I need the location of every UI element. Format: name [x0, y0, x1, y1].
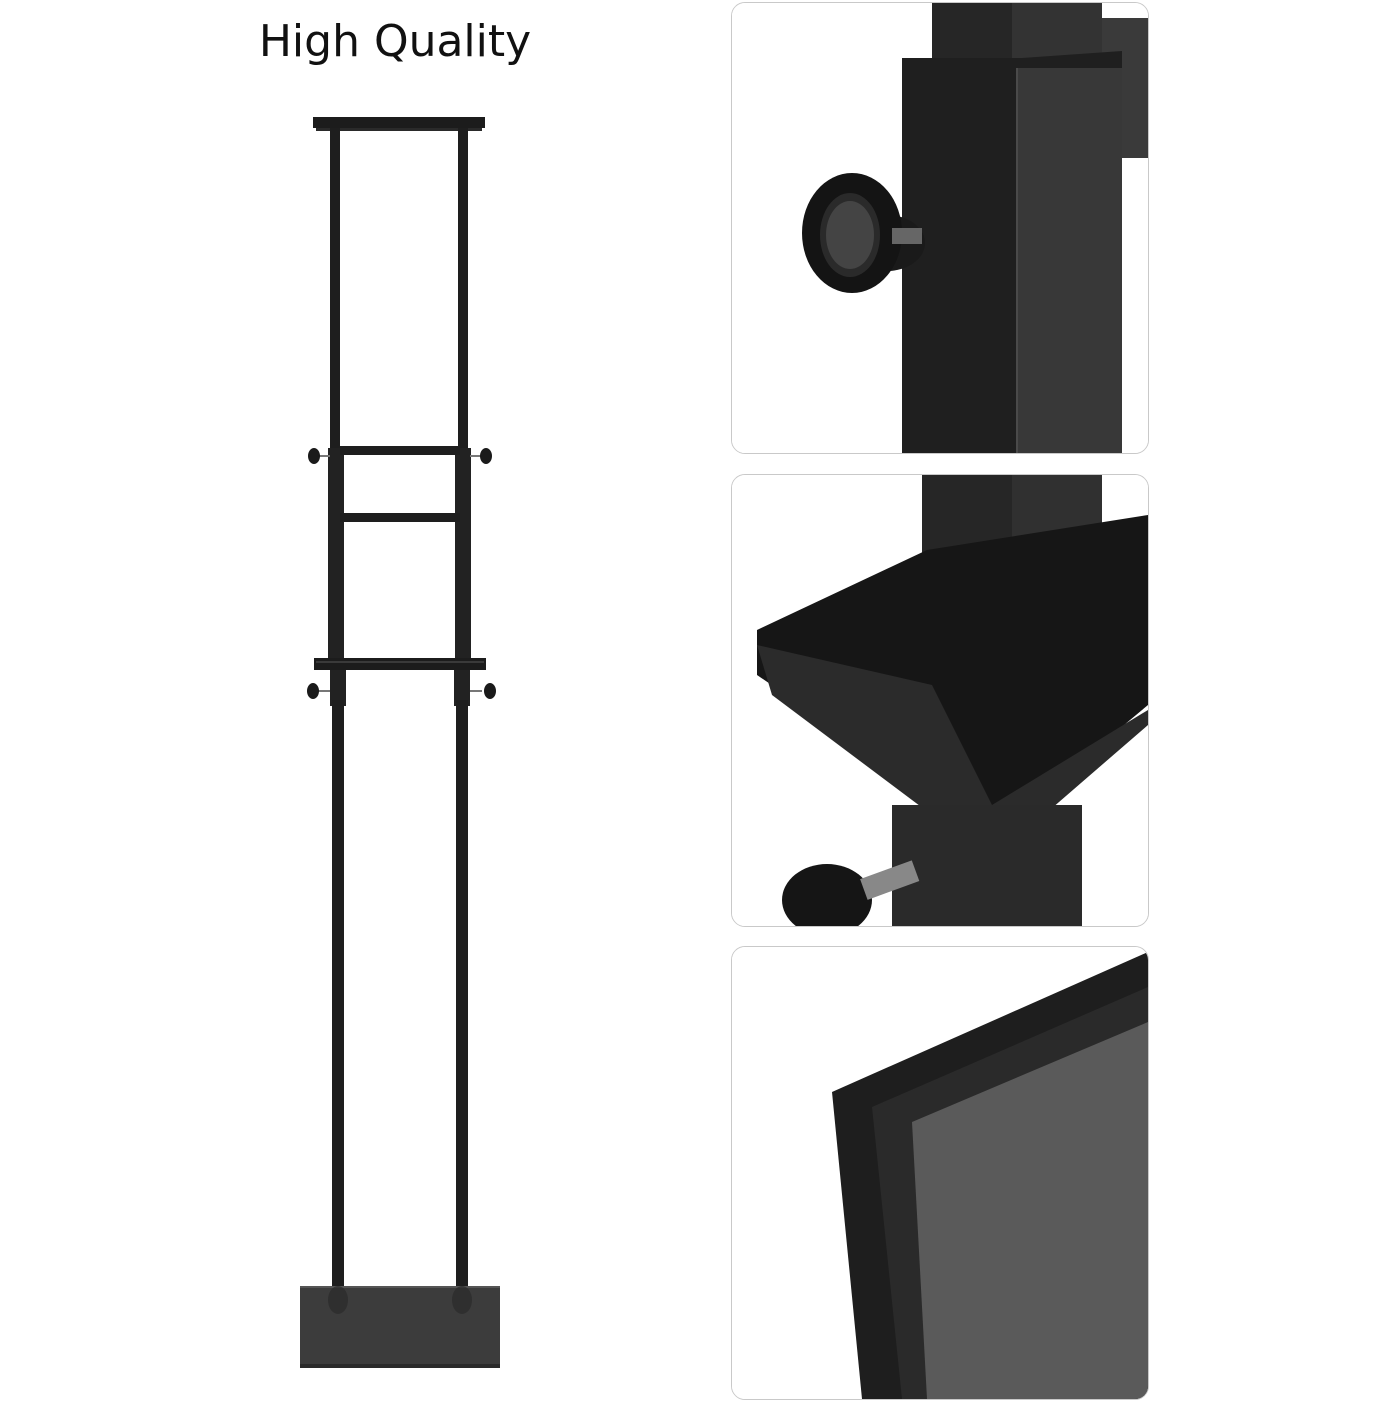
knob-detail-panel — [731, 2, 1149, 454]
foam-detail-panel — [731, 946, 1149, 1400]
bracket-detail-panel — [731, 474, 1149, 927]
poster-stand-image — [300, 117, 500, 1368]
page-title: High Quality — [258, 16, 532, 67]
